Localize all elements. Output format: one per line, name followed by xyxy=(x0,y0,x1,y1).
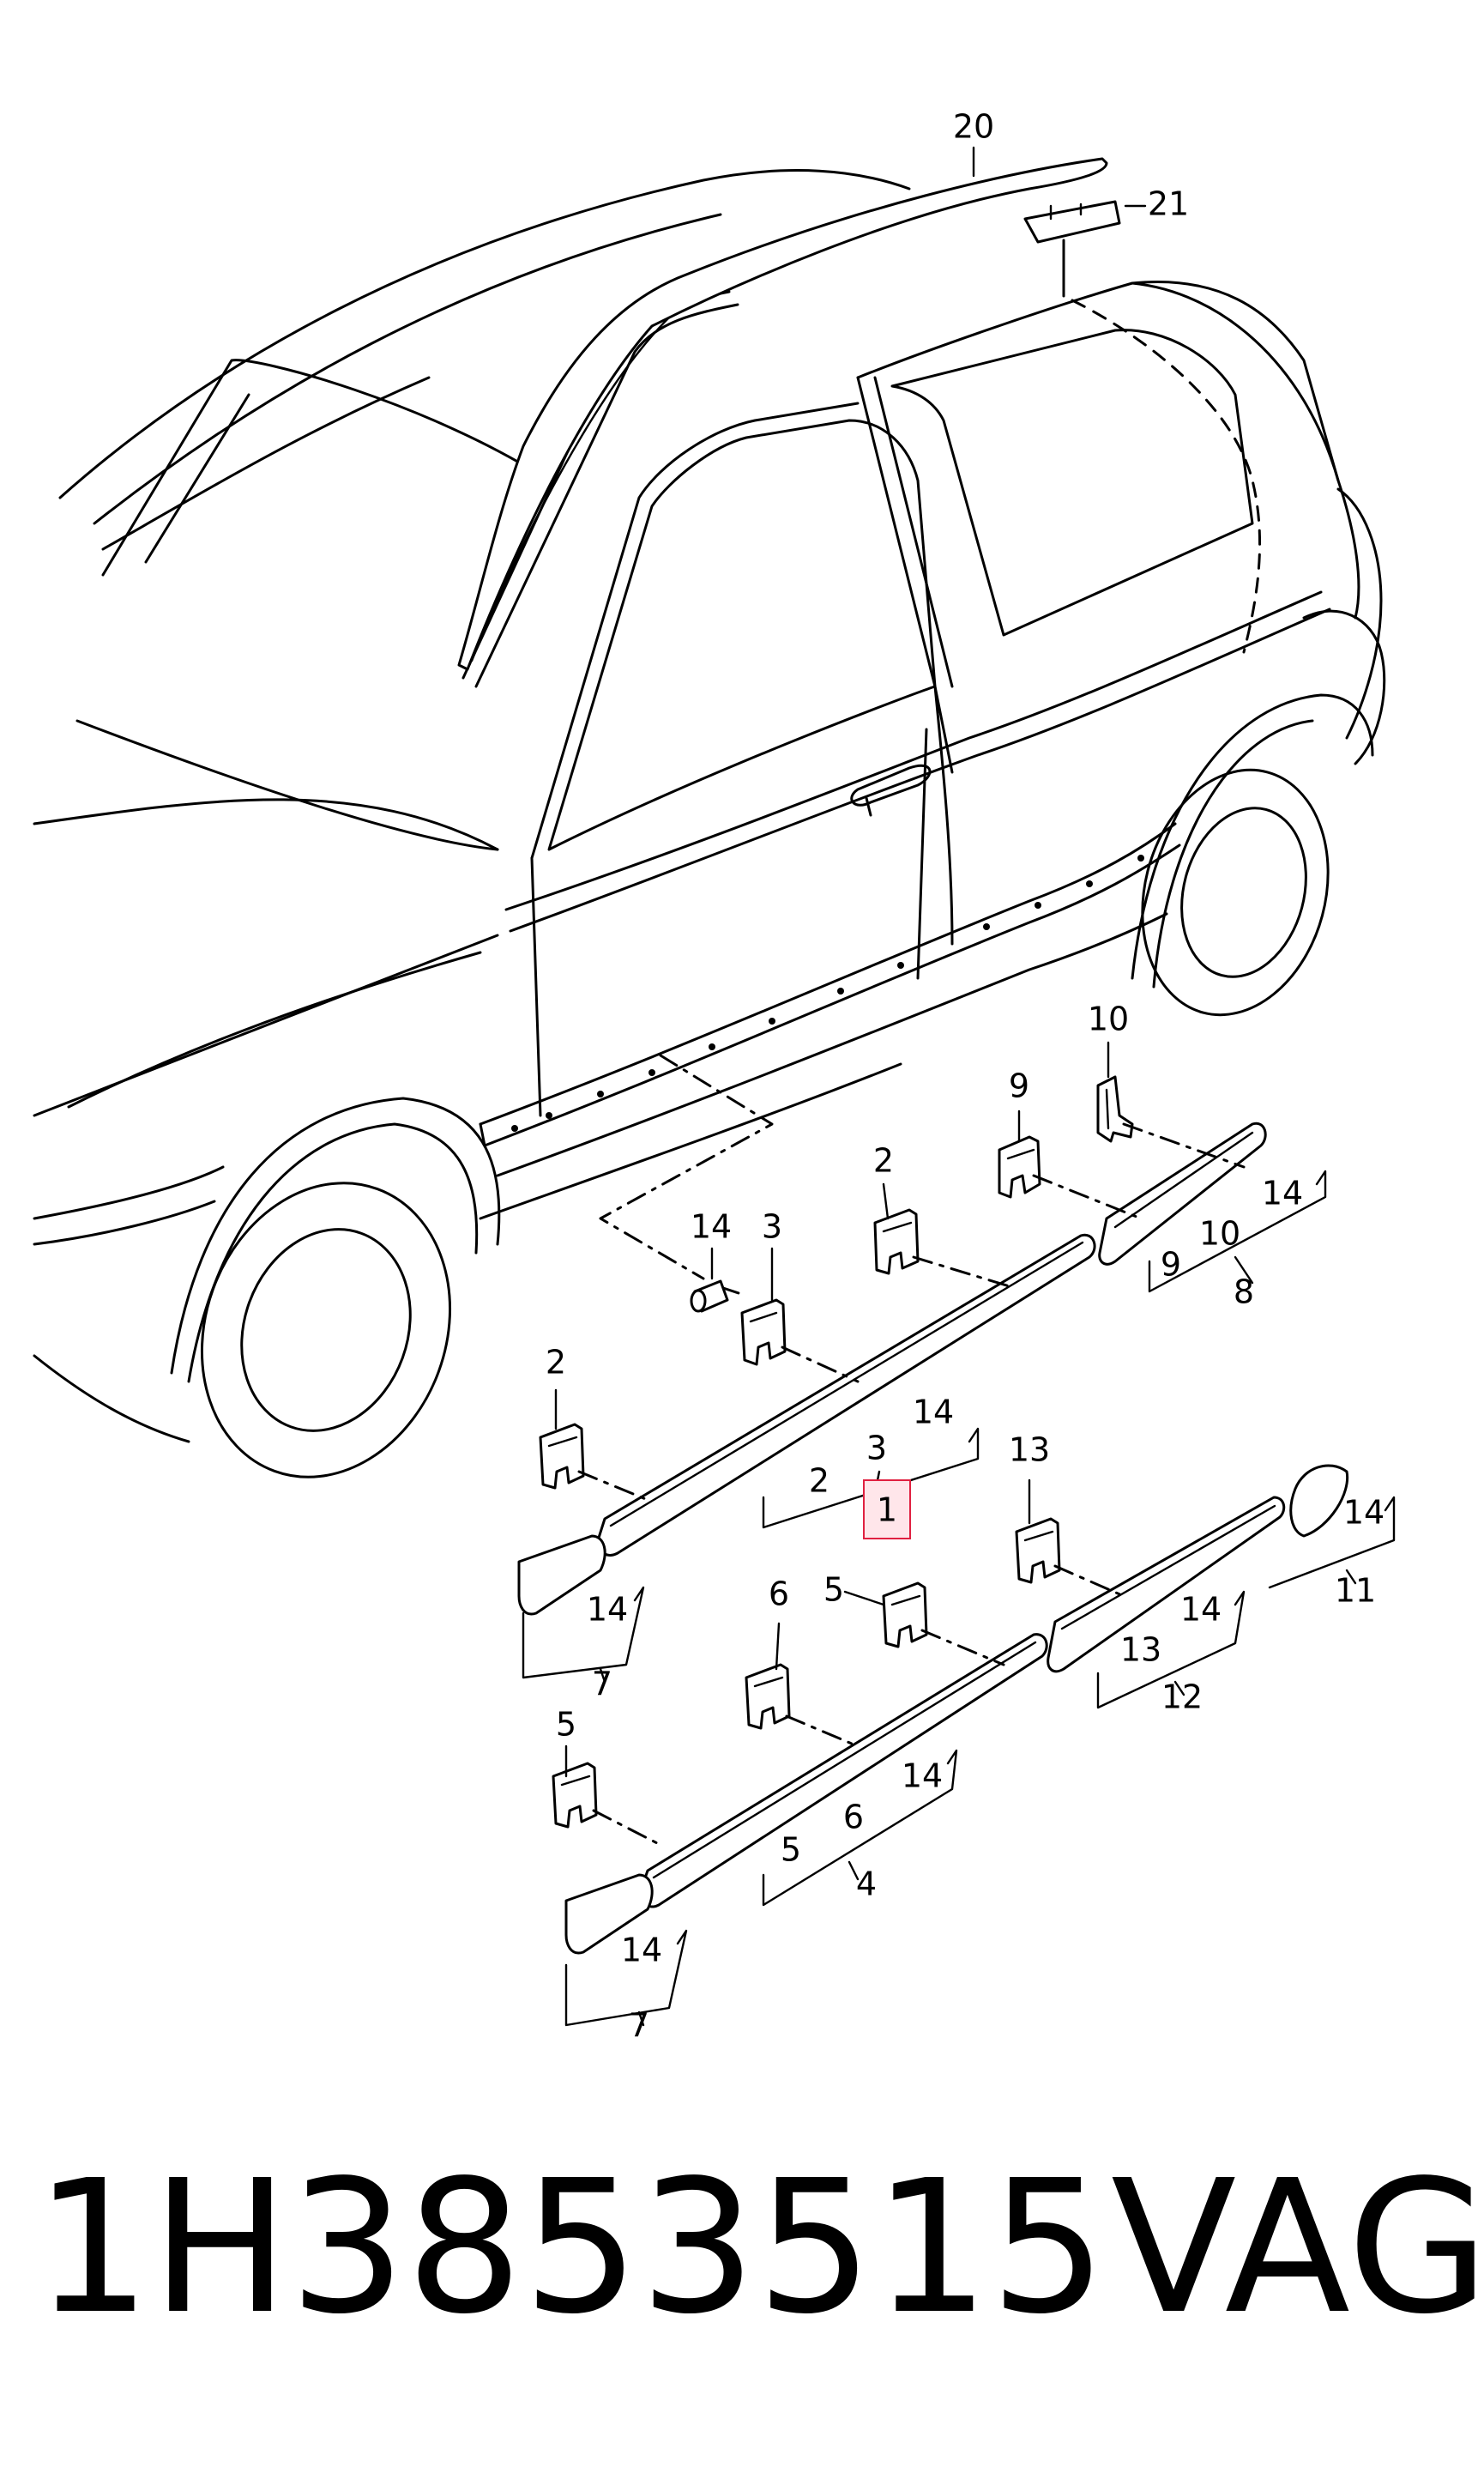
callout-14: 14 xyxy=(1343,1494,1384,1532)
callout-9: 9 xyxy=(1161,1246,1181,1284)
callout-7: 7 xyxy=(629,2007,649,2045)
callout-2: 2 xyxy=(546,1344,566,1382)
callout-1: 1 xyxy=(877,1491,897,1529)
callout-14: 14 xyxy=(902,1757,943,1795)
callout-5: 5 xyxy=(823,1571,844,1609)
car-body-drawing xyxy=(33,169,1386,1478)
callout-14: 14 xyxy=(1180,1591,1222,1629)
clip-3 xyxy=(740,1298,787,1366)
clip-5-mid xyxy=(882,1581,928,1648)
callout-3: 3 xyxy=(866,1430,887,1467)
callout-10: 10 xyxy=(1088,1001,1129,1038)
molding-part-11-end-cap xyxy=(1289,1464,1349,1538)
callout-14: 14 xyxy=(913,1394,954,1431)
callout-labels: 20 21 10 9 14 2 9 10 8 14 3 2 14 3 2 1 1… xyxy=(546,108,1384,2045)
leader-lines xyxy=(577,1122,1246,1847)
callout-6: 6 xyxy=(843,1799,864,1836)
callout-4: 4 xyxy=(856,1865,877,1903)
clip-holes xyxy=(511,855,1144,1132)
callout-14: 14 xyxy=(621,1932,662,1969)
callout-13: 13 xyxy=(1120,1631,1161,1669)
callout-20: 20 xyxy=(953,108,994,146)
molding-part-7-end-cap-upper xyxy=(517,1534,606,1616)
callout-9: 9 xyxy=(1009,1067,1029,1105)
clip-6 xyxy=(745,1663,791,1730)
callout-10: 10 xyxy=(1199,1215,1240,1253)
clip-2-upper xyxy=(873,1208,920,1275)
callout-14: 14 xyxy=(587,1591,628,1629)
caption-bar: 1H3853515 VAG xyxy=(34,2141,1484,2355)
molding-part-12-rear-lower xyxy=(1047,1496,1286,1673)
callout-12: 12 xyxy=(1161,1678,1203,1716)
callout-5: 5 xyxy=(781,1831,801,1869)
clip-10 xyxy=(1096,1075,1134,1143)
part-number: 1H3853515 xyxy=(34,2141,1107,2355)
callout-14: 14 xyxy=(1262,1175,1303,1212)
callout-8: 8 xyxy=(1234,1273,1254,1311)
clip-2-left xyxy=(539,1423,585,1490)
group-brackets xyxy=(522,146,1396,2027)
clip-13 xyxy=(1015,1517,1061,1584)
roof-clip-part-21 xyxy=(1023,200,1121,298)
callout-14: 14 xyxy=(691,1208,732,1246)
callout-13: 13 xyxy=(1009,1431,1050,1469)
molding-part-7-end-cap-lower xyxy=(564,1873,654,1955)
molding-part-4-front-lower xyxy=(639,1633,1048,1908)
callout-5: 5 xyxy=(556,1706,576,1744)
plug-14 xyxy=(690,1279,729,1313)
callout-7: 7 xyxy=(592,1666,612,1703)
callout-11: 11 xyxy=(1335,1572,1376,1610)
molding-part-1-front-door[interactable] xyxy=(596,1233,1096,1557)
brand-name: VAG xyxy=(1111,2141,1484,2355)
highlight-box-part-1 xyxy=(863,1479,911,1539)
callout-21: 21 xyxy=(1148,185,1189,223)
callout-6: 6 xyxy=(769,1575,789,1613)
roof-molding-part-20 xyxy=(457,157,1108,671)
callout-2: 2 xyxy=(873,1142,894,1180)
clip-5-left xyxy=(552,1762,598,1829)
callout-3: 3 xyxy=(762,1208,782,1246)
callout-2: 2 xyxy=(809,1462,829,1500)
clip-9 xyxy=(998,1135,1041,1199)
